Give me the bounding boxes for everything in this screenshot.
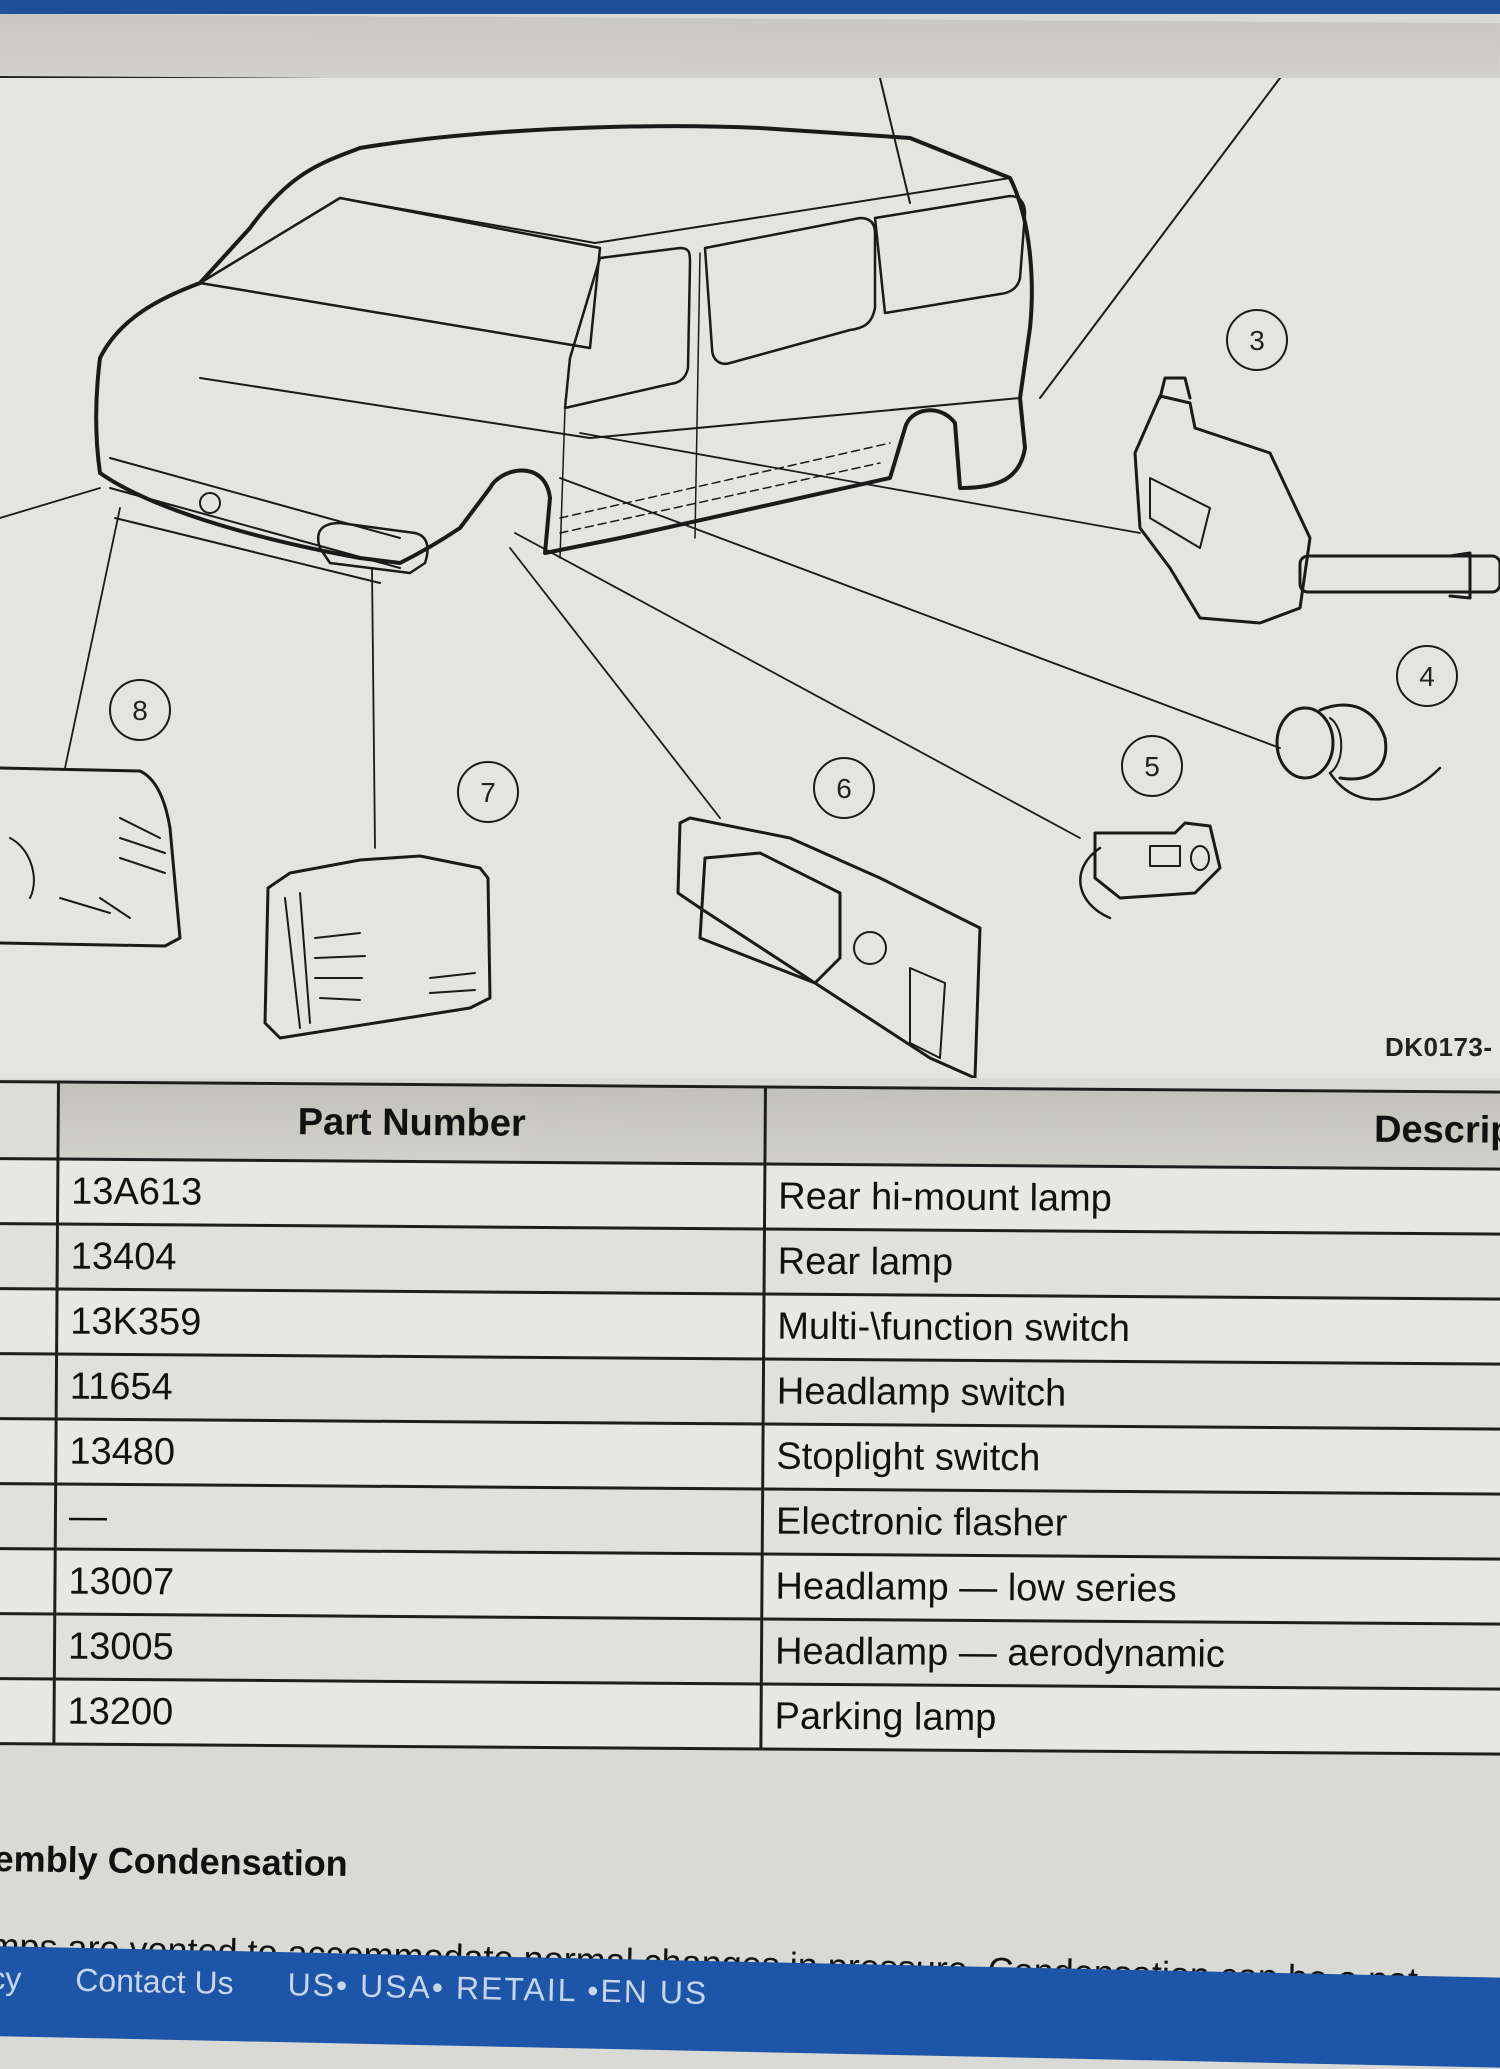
part-number-cell: 13007: [54, 1549, 763, 1619]
header-part-number: Part Number: [57, 1082, 766, 1164]
callout-circle-5: [1121, 735, 1183, 797]
table-row: 13200 Parking lamp: [0, 1678, 1500, 1755]
van-door-seam: [694, 252, 701, 539]
callout-label-7: 7: [480, 777, 496, 808]
item-cell: [0, 1678, 55, 1745]
electronic-flasher-drawing: [676, 816, 982, 1078]
header-item: [0, 1081, 59, 1160]
footer-link-contact-us[interactable]: Contact Us: [74, 1961, 234, 2002]
footer-link-privacy[interactable]: cy: [0, 1959, 22, 1997]
leader-line-1: [879, 78, 911, 204]
parts-table: Part Number Descripti 13A613 Rear hi-mou…: [0, 1080, 1500, 1756]
table-row: 13A613 Rear hi-mount lamp: [0, 1158, 1500, 1235]
van-side-window-2: [873, 194, 1027, 315]
leader-line-8: [64, 507, 121, 769]
description-cell: Electronic flasher: [762, 1488, 1500, 1560]
part-number-cell: 13A613: [57, 1159, 765, 1229]
leader-line-6: [509, 547, 721, 819]
table-row: — Electronic flasher: [0, 1483, 1500, 1560]
headlamp-aerodynamic-drawing: [0, 766, 182, 948]
description-cell: Parking lamp: [760, 1683, 1500, 1755]
table-row: 13404 Rear lamp: [0, 1223, 1500, 1300]
item-cell: [0, 1288, 58, 1355]
part-number-cell: 13K359: [56, 1289, 765, 1359]
section-heading: embly Condensation: [0, 1838, 349, 1884]
description-cell: Headlamp — low series: [761, 1553, 1500, 1625]
table-row: 13005 Headlamp — aerodynamic: [0, 1613, 1500, 1690]
item-cell: [0, 1223, 58, 1290]
callout-circle-7: [457, 761, 519, 823]
part-number-cell: 13005: [54, 1614, 762, 1684]
part-number-cell: 11654: [56, 1354, 764, 1424]
part-number-cell: 13404: [57, 1224, 765, 1294]
description-cell: Rear hi-mount lamp: [764, 1163, 1500, 1235]
van-emblem: [199, 492, 221, 514]
callout-circle-8: [109, 679, 171, 741]
van-grille: [109, 457, 401, 584]
van-beltline: [199, 377, 1021, 439]
callout-label-4: 4: [1419, 661, 1435, 692]
table-row: 13007 Headlamp — low series: [0, 1548, 1500, 1625]
description-cell: Headlamp switch: [763, 1358, 1500, 1430]
van-headlamp-outline: [316, 521, 429, 575]
callout-label-6: 6: [836, 773, 852, 804]
multi-function-switch-drawing: [1133, 376, 1500, 625]
van-windshield: [198, 196, 602, 350]
footer-locale-selector[interactable]: US• USA• RETAIL •EN US: [287, 1966, 709, 2012]
callout-circle-6: [813, 757, 875, 819]
table-row: 13480 Stoplight switch: [0, 1418, 1500, 1495]
item-cell: [0, 1158, 58, 1225]
description-cell: Headlamp — aerodynamic: [761, 1618, 1500, 1690]
part-number-cell: —: [55, 1484, 763, 1554]
item-cell: [0, 1418, 57, 1485]
leader-line-2: [1039, 78, 1281, 399]
van-door-seam-2: [559, 407, 566, 559]
callout-label-5: 5: [1144, 751, 1160, 782]
callout-label-3: 3: [1249, 325, 1265, 356]
table-row: 11654 Headlamp switch: [0, 1353, 1500, 1430]
stoplight-switch-drawing: [1079, 821, 1222, 920]
part-number-cell: 13480: [55, 1419, 764, 1489]
leader-line-7: [371, 567, 376, 849]
callout-circle-3: [1226, 309, 1288, 371]
description-cell: Multi-\function switch: [763, 1293, 1500, 1365]
van-front-door-window: [563, 246, 692, 410]
figure-id-label: DK0173-: [1385, 1032, 1493, 1062]
item-cell: [0, 1548, 56, 1615]
diagram-svg: 3 4 5 6 7 8: [0, 78, 1500, 1078]
van-roof-line: [339, 177, 1011, 244]
item-cell: [0, 1483, 56, 1550]
leader-line-5: [514, 532, 1081, 839]
item-cell: [0, 1613, 55, 1680]
van-side-window-1: [703, 216, 877, 365]
description-cell: Rear lamp: [764, 1228, 1500, 1300]
headlamp-switch-drawing: [1275, 703, 1442, 801]
headlamp-low-series-drawing: [263, 854, 492, 1040]
van-body-outline: [94, 124, 1034, 565]
exploded-view-diagram: 3 4 5 6 7 8 DK0173-: [0, 78, 1500, 1078]
leader-line-3: [579, 432, 1141, 534]
header-description: Descripti: [764, 1086, 1500, 1170]
item-cell: [0, 1353, 57, 1420]
leader-line-4: [559, 477, 1281, 749]
van-side-trim: [559, 442, 891, 534]
table-row: 13K359 Multi-\function switch: [0, 1288, 1500, 1365]
part-number-cell: 13200: [53, 1679, 762, 1749]
browser-top-bar: [0, 0, 1500, 14]
description-cell: Stoplight switch: [762, 1423, 1500, 1495]
leader-line-left: [0, 487, 101, 519]
callout-circle-4: [1396, 645, 1458, 707]
callout-label-8: 8: [132, 695, 148, 726]
table-header-row: Part Number Descripti: [0, 1081, 1500, 1170]
